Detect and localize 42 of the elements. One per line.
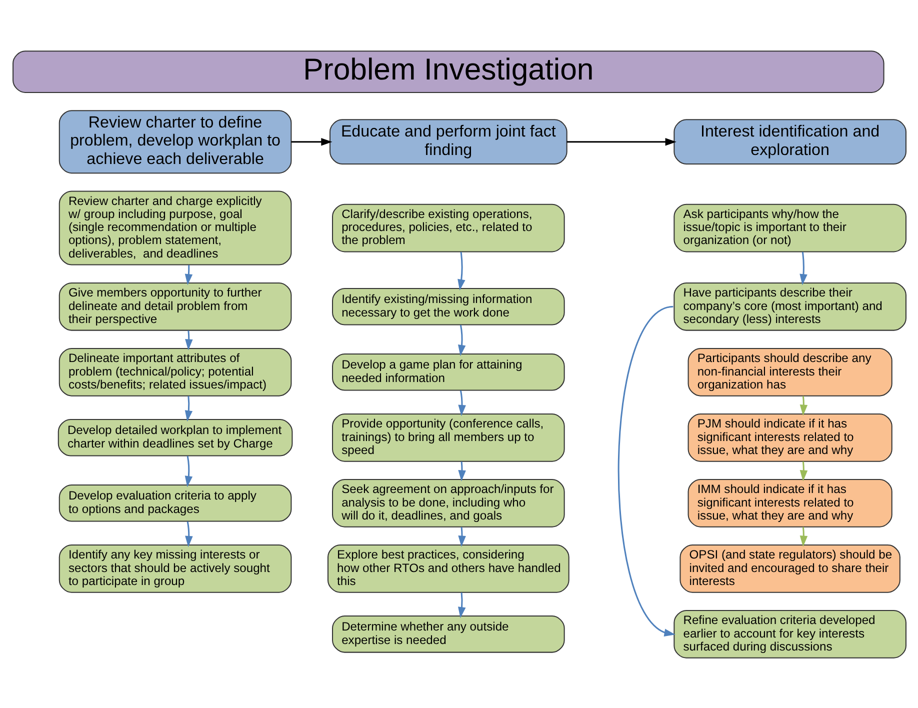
node-box: Refine evaluation criteria developed earlier to account for key interests surfaced during discussions [673,609,906,658]
arrow [184,520,192,547]
arrow [184,330,192,350]
node-box: Interest identification and exploration [673,118,906,164]
arrow [184,396,192,422]
arrow [799,461,808,481]
node-box: Review charter and charge explicitly w/ group including purpose, goal (single recommendation or multiple options), problem statement, deliverables, and deadlines [58,190,292,265]
arrow [617,305,675,636]
node-box: Participants should describe any non-financial interests their organization has [687,347,892,396]
node-box: Ask participants why/how the issue/topic is important to their organization (or not) [673,203,906,252]
node-box: IMM should indicate if it has significant interests related to issue, what they are and why [687,478,892,527]
arrow [457,324,466,356]
arrow [799,251,807,285]
node-box: Have participants describe their company’s core (most important) and secondary (less) interests [673,282,906,330]
node-box: Develop a game plan for attaining needed information [332,353,564,390]
node-box: Develop detailed workplan to implement charter within deadlines set by Charge [57,418,292,456]
node-box: Identify any key missing interests or sectors that should be actively sought to participate in group [58,544,292,592]
arrow [457,251,465,290]
node-box: Review charter to define problem, develop workplan to achieve each deliverable [58,110,292,174]
arrow [458,526,466,546]
node-box: Educate and perform joint fact finding [329,118,567,164]
arrow [799,526,808,546]
node-box: Provide opportunity (conference calls, trainings) to bring all members up to speed [332,412,564,462]
node-box: Delineate important attributes of problem (technical/policy; potential costs/benefits; related issues/impact) [58,347,292,396]
node-box: Give members opportunity to further delineate and detail problem from their perspective [58,282,292,330]
arrow [799,395,808,416]
node-box: Identify existing/missing information necessary to get the work done [332,287,564,325]
arrow [184,455,192,487]
node-box: OPSI (and state regulators) should be invited and encouraged to share their interests [679,544,900,592]
node-box: Seek agreement on approach/inputs for analysis to be done, including who will do it, deadlines, and goals [332,478,564,527]
node-box: PJM should indicate if it has significant interests related to issue, what they are and why [687,412,892,462]
node-box: Explore best practices, considering how other RTOs and others have handled this [326,544,569,592]
arrow [566,137,676,146]
arrow [458,390,466,416]
arrow [184,264,192,285]
node-box: Problem Investigation [12,50,884,92]
node-box: Determine whether any outside expertise is needed [332,615,564,652]
arrow [458,592,466,618]
node-box: Develop evaluation criteria to apply to options and packages [58,484,292,522]
arrow [290,137,332,146]
arrow [458,461,466,481]
node-box: Clarify/describe existing operations, procedures, policies, etc., related to the problem [332,203,564,252]
